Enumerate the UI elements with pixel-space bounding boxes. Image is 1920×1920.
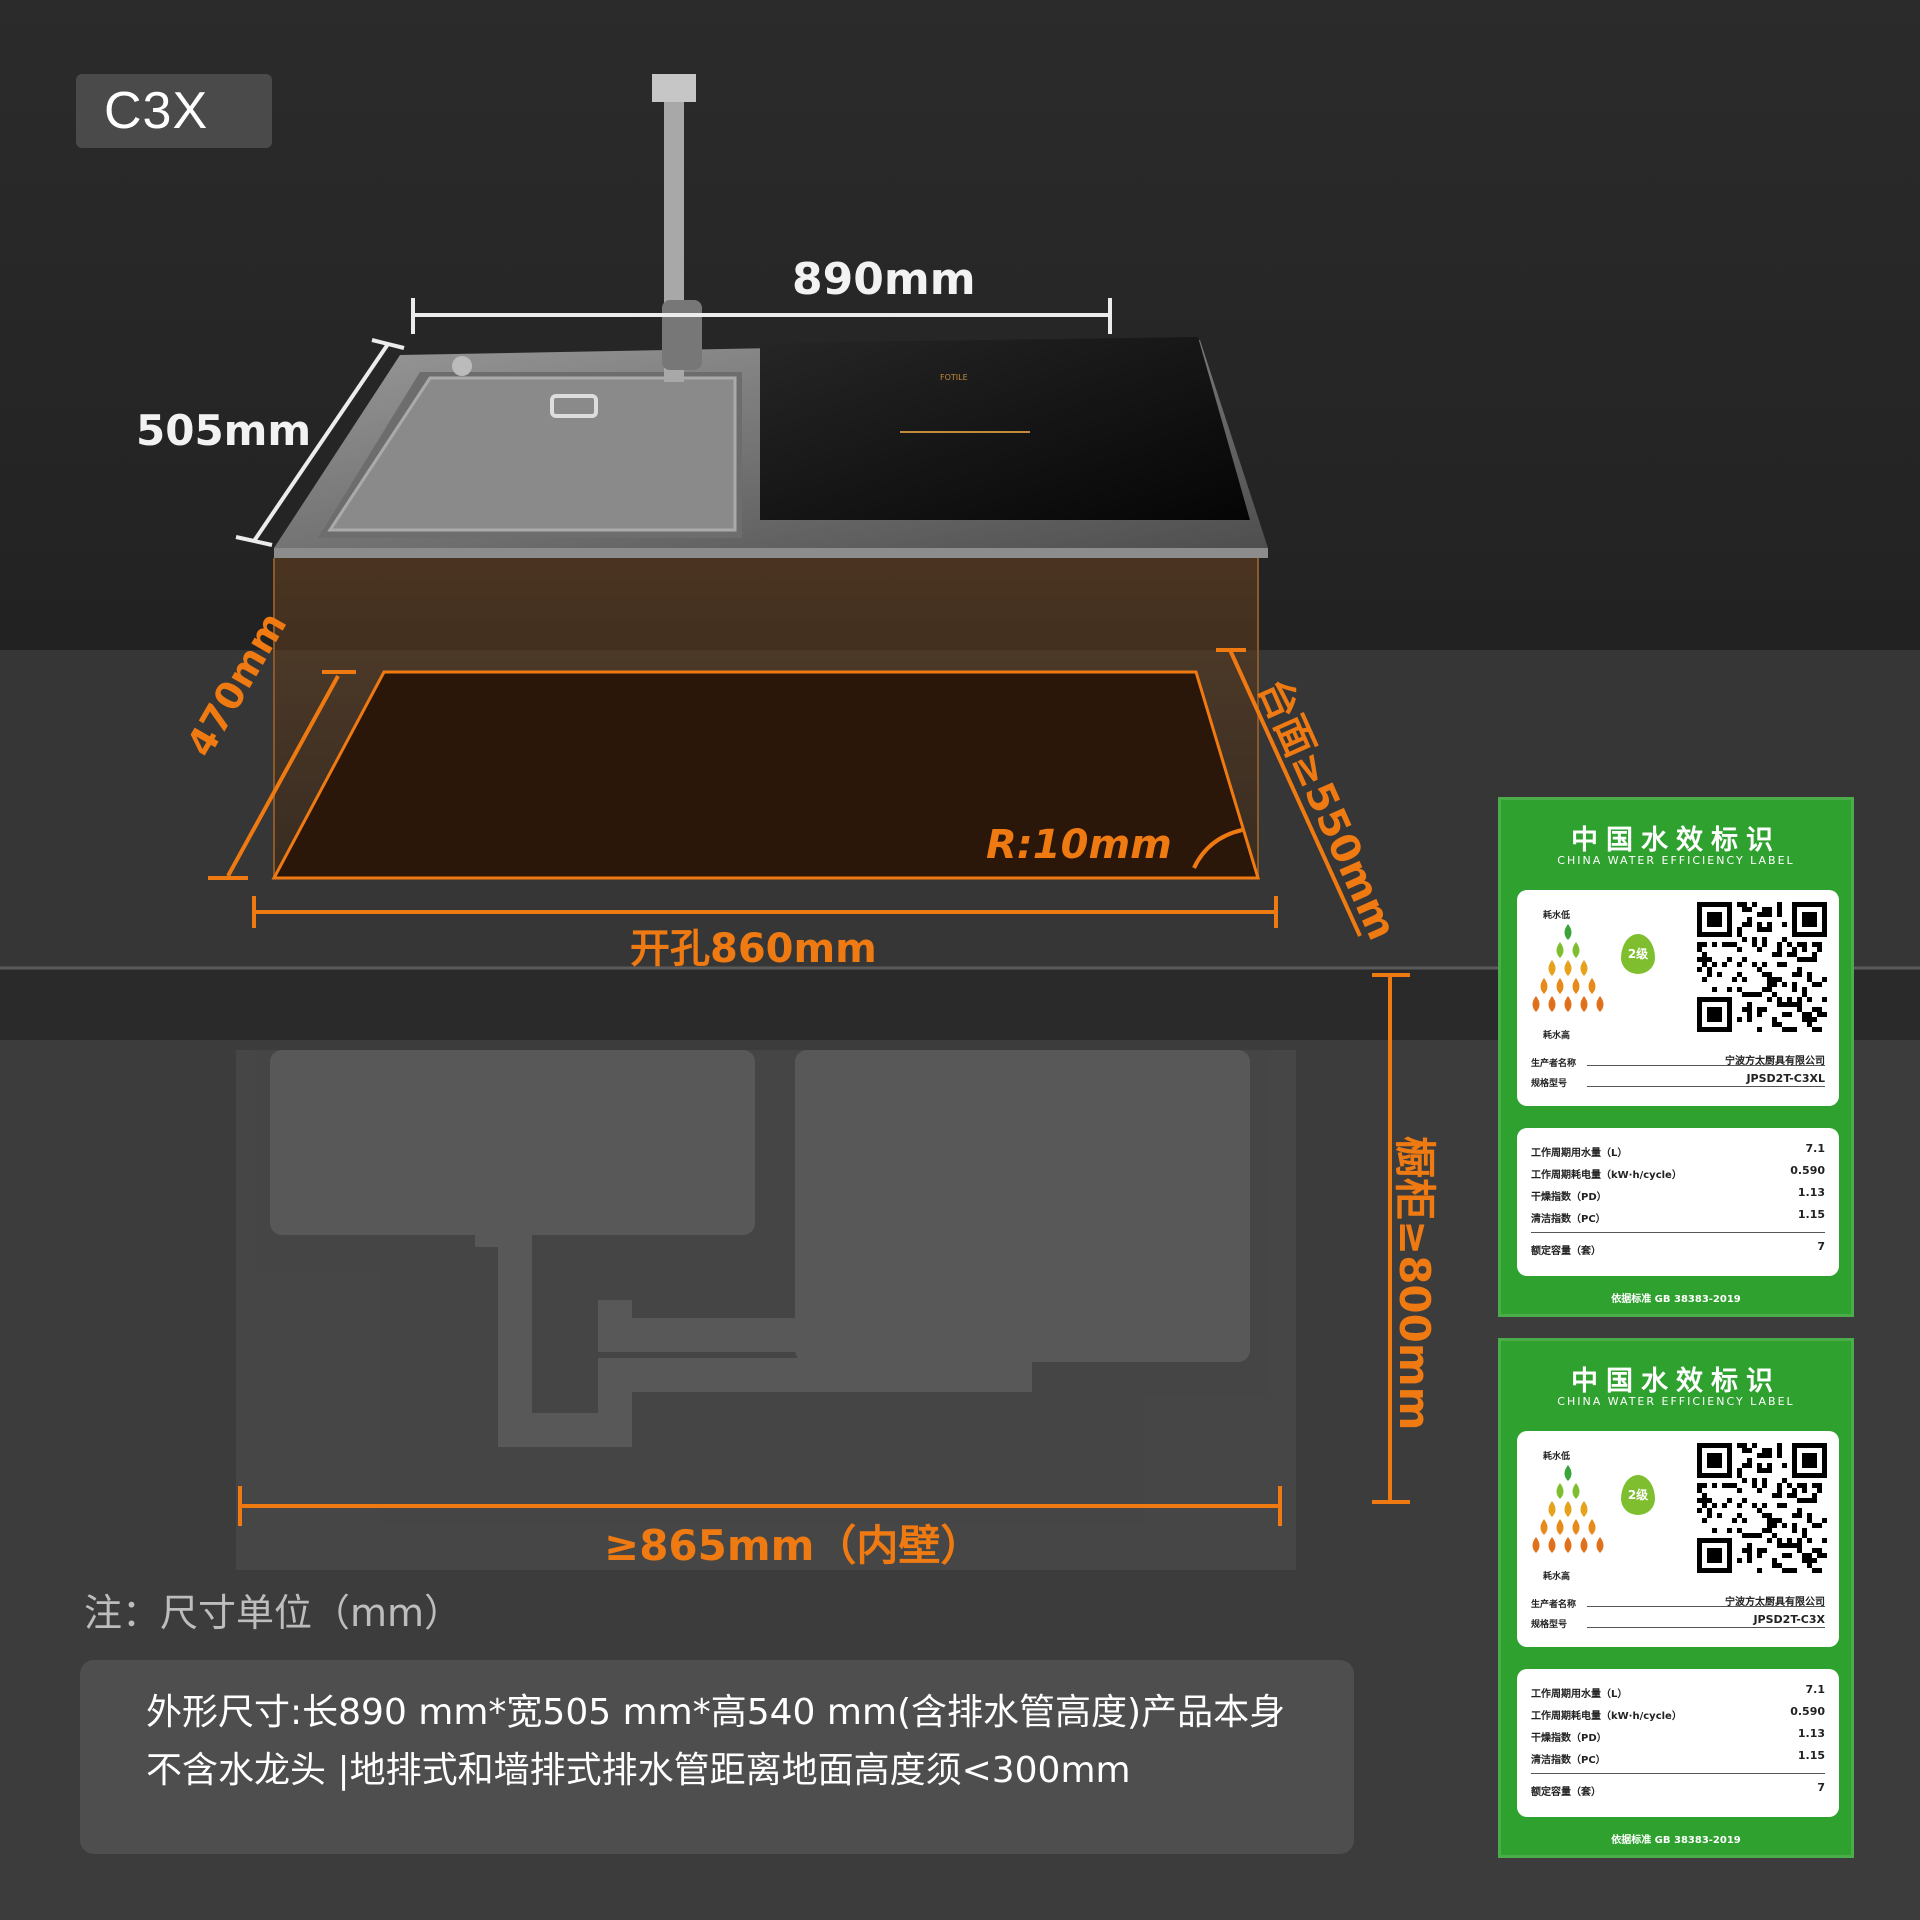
unit-note: 注：尺寸单位（mm） [84, 1591, 463, 1635]
label-subtitle: CHINA WATER EFFICIENCY LABEL [1557, 1395, 1795, 1408]
drop-pyramid-icon [1532, 924, 1604, 1012]
metric-value: 1.15 [1797, 1749, 1825, 1762]
low-consumption-label: 耗水低 [1543, 1452, 1571, 1462]
spec-box: 外形尺寸:长890 mm*宽505 mm*高540 mm(含排水管高度)产品本身… [80, 1660, 1354, 1854]
label-title: 中国水效标识 [1571, 1366, 1781, 1397]
label-standard: 依据标准 GB 38383-2019 [1611, 1294, 1741, 1305]
maker-label: 生产者名称 [1531, 1059, 1577, 1069]
model-label: 规格型号 [1531, 1079, 1568, 1089]
metric-label: 额定容量（套） [1531, 1246, 1601, 1257]
cabinet-interior [236, 1050, 1296, 1570]
water-efficiency-label: 中国水效标识 CHINA WATER EFFICIENCY LABEL 耗水低 … [1498, 797, 1854, 1317]
width-dimension-label: 890mm [792, 254, 976, 305]
metric-value: 7 [1817, 1781, 1825, 1794]
grade-badge: 2级 [1621, 934, 1655, 974]
cabinet-height-label: 橱柜≥800mm [1390, 1136, 1439, 1431]
metric-value: 7.1 [1805, 1683, 1826, 1696]
svg-text:FOTILE: FOTILE [940, 373, 968, 382]
label-grade-card: 耗水低 耗水高 2级 生产者名称 宁波方太厨具有限公司 规格型号 JPSD2T-… [1517, 890, 1839, 1106]
model-label: 规格型号 [1531, 1620, 1568, 1630]
faucet [652, 74, 702, 382]
metric-label: 干燥指数（PD） [1531, 1192, 1607, 1203]
model-value: JPSD2T-C3X [1753, 1613, 1825, 1626]
metric-value: 0.590 [1790, 1164, 1825, 1177]
metric-value: 7 [1817, 1240, 1825, 1253]
metric-value: 7.1 [1805, 1142, 1826, 1155]
metric-value: 1.13 [1797, 1186, 1825, 1199]
label-standard: 依据标准 GB 38383-2019 [1611, 1835, 1741, 1846]
qr-code-icon [1697, 1443, 1827, 1573]
model-badge: C3X [76, 74, 272, 148]
grade-badge: 2级 [1621, 1475, 1655, 1515]
label-subtitle: CHINA WATER EFFICIENCY LABEL [1557, 854, 1795, 867]
high-consumption-label: 耗水高 [1543, 1572, 1571, 1582]
spec-line-2: 不含水龙头 |地排式和墙排式排水管距离地面高度须<300mm [146, 1750, 1131, 1791]
orange-dim-lines [208, 648, 1410, 1526]
qr-code [1697, 1443, 1827, 1577]
metric-value: 1.13 [1797, 1727, 1825, 1740]
dishwasher-lid [760, 337, 1250, 520]
spec-line-1: 外形尺寸:长890 mm*宽505 mm*高540 mm(含排水管高度)产品本身 [146, 1692, 1286, 1733]
cutout-outline [271, 670, 1261, 880]
metric-label: 额定容量（套） [1531, 1787, 1601, 1798]
maker-label: 生产者名称 [1531, 1600, 1577, 1610]
metric-value: 1.15 [1797, 1208, 1825, 1221]
label-grade-card: 耗水低 耗水高 2级 生产者名称 宁波方太厨具有限公司 规格型号 JPSD2T-… [1517, 1431, 1839, 1647]
white-dim-lines [235, 298, 1112, 547]
high-consumption-label: 耗水高 [1543, 1031, 1571, 1041]
cutout-width-label: 开孔860mm [630, 926, 877, 972]
qr-code [1697, 902, 1827, 1036]
metric-label: 干燥指数（PD） [1531, 1733, 1607, 1744]
drop-pyramid-icon [1532, 1465, 1604, 1553]
metric-value: 0.590 [1790, 1705, 1825, 1718]
qr-code-icon [1697, 902, 1827, 1032]
metric-label: 清洁指数（PC） [1531, 1214, 1606, 1225]
depth-dimension-label: 505mm [136, 406, 312, 455]
metric-label: 工作周期用水量（L） [1531, 1689, 1628, 1700]
corner-radius-label: R:10mm [986, 822, 1172, 868]
maker-value: 宁波方太厨具有限公司 [1725, 1597, 1825, 1608]
label-title: 中国水效标识 [1571, 825, 1781, 856]
metric-label: 清洁指数（PC） [1531, 1755, 1606, 1766]
model-value: JPSD2T-C3XL [1746, 1072, 1825, 1085]
maker-value: 宁波方太厨具有限公司 [1725, 1056, 1825, 1067]
water-efficiency-label: 中国水效标识 CHINA WATER EFFICIENCY LABEL 耗水低 … [1498, 1338, 1854, 1858]
metric-label: 工作周期耗电量（kW·h/cycle） [1531, 1711, 1682, 1722]
cabinet-inner-width-label: ≥865mm（内壁） [604, 1521, 983, 1570]
low-consumption-label: 耗水低 [1543, 911, 1571, 921]
label-metrics-card: 工作周期用水量（L） 7.1 工作周期耗电量（kW·h/cycle） 0.590 干燥指… [1517, 1669, 1839, 1817]
label-metrics-card: 工作周期用水量（L） 7.1 工作周期耗电量（kW·h/cycle） 0.590 干燥指… [1517, 1128, 1839, 1276]
metric-label: 工作周期耗电量（kW·h/cycle） [1531, 1170, 1682, 1181]
metric-label: 工作周期用水量（L） [1531, 1148, 1628, 1159]
